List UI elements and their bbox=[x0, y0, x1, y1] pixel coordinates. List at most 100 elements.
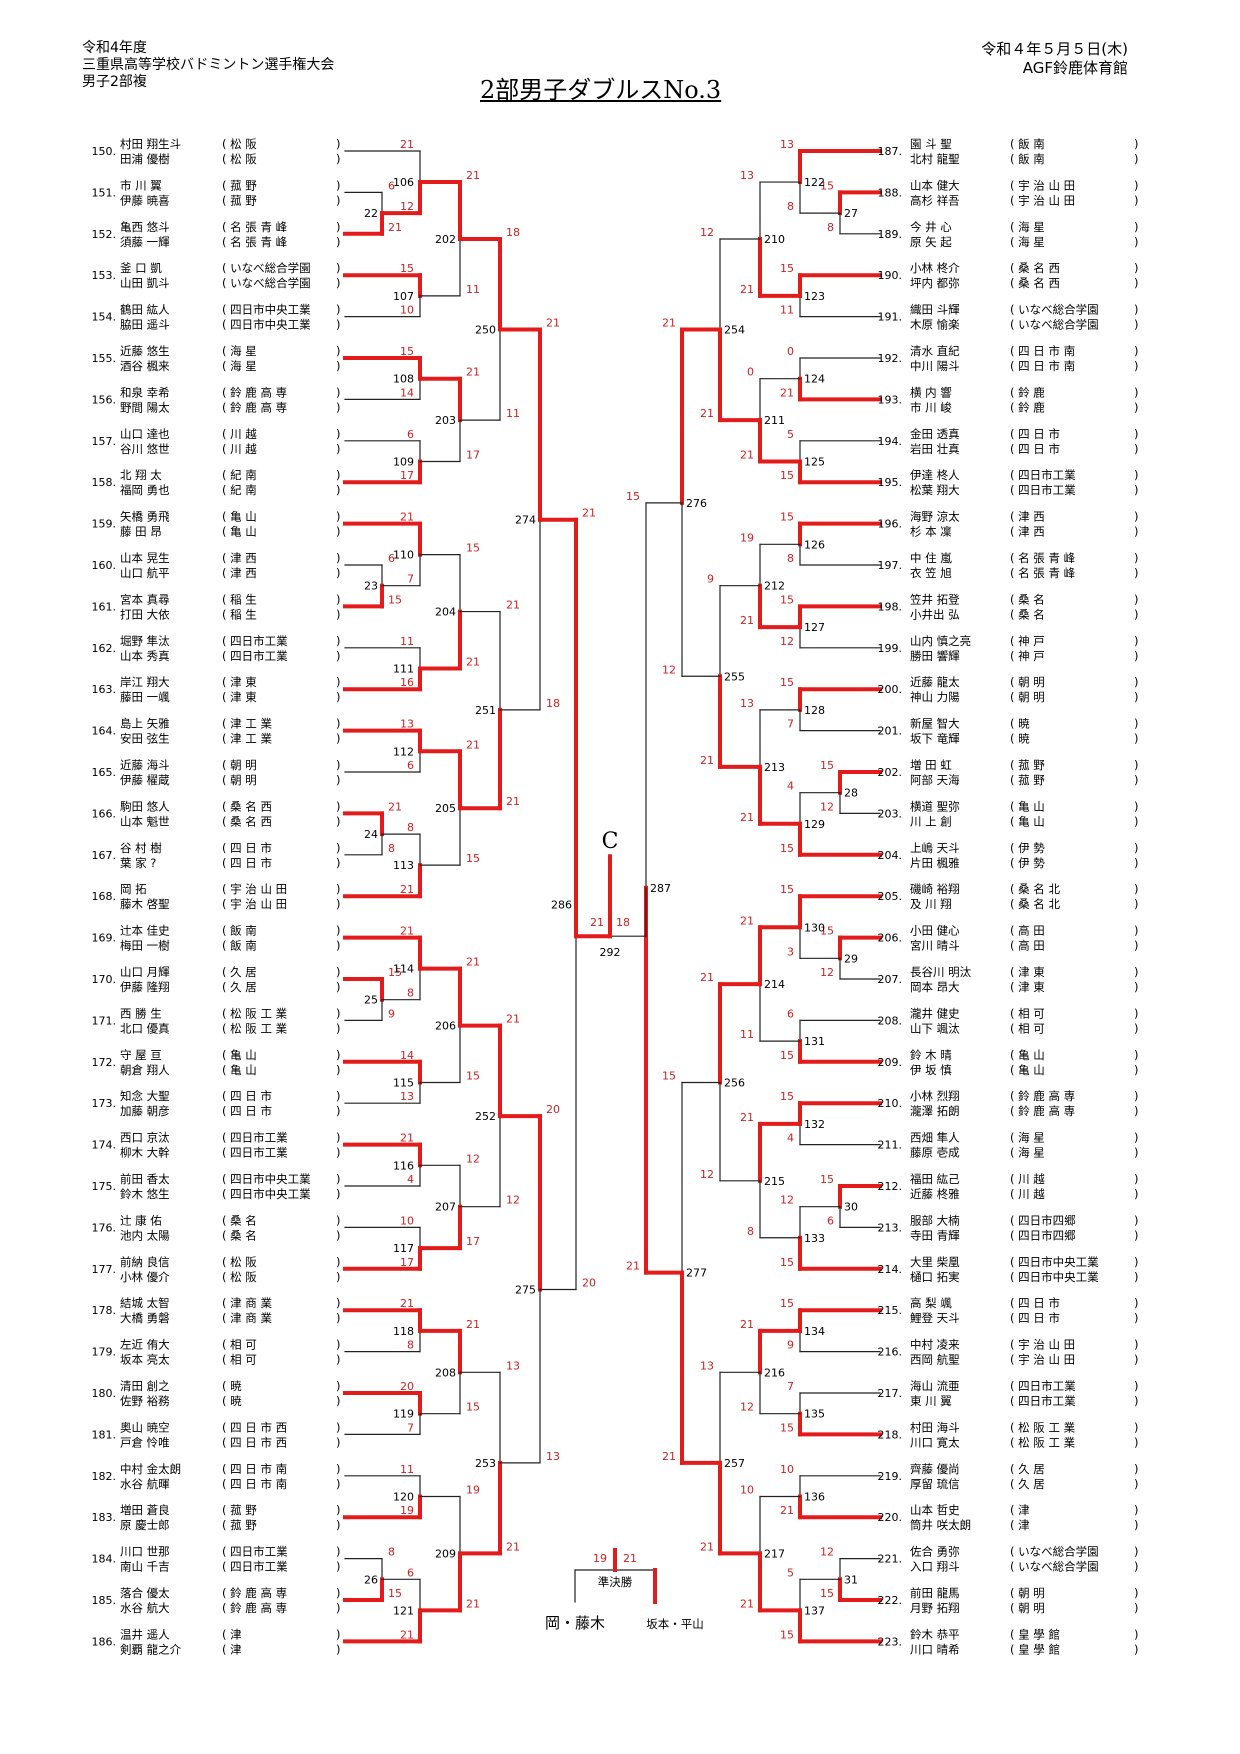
match-number: 133 bbox=[804, 1232, 825, 1245]
match-score: 16 bbox=[400, 676, 414, 689]
match-score: 17 bbox=[466, 449, 480, 462]
match-score: 6 bbox=[388, 552, 395, 565]
match-score: 4 bbox=[787, 1132, 794, 1145]
player-name: 筒井 咲太朗 bbox=[910, 1518, 971, 1532]
player-name: 藤田 一颯 bbox=[120, 690, 170, 704]
paren: ) bbox=[336, 152, 341, 166]
paren: ) bbox=[1134, 1213, 1139, 1227]
school-name: ( 松 阪 工 業 bbox=[222, 1021, 288, 1035]
paren: ) bbox=[1134, 690, 1139, 704]
paren: ) bbox=[1134, 607, 1139, 621]
match-number: 118 bbox=[393, 1325, 414, 1338]
paren: ) bbox=[1134, 1063, 1139, 1077]
paren: ) bbox=[336, 1518, 341, 1532]
player-name: 坂下 竜輝 bbox=[910, 732, 960, 746]
school-name: ( 久 居 bbox=[1010, 1462, 1045, 1476]
paren: ) bbox=[1134, 1006, 1139, 1020]
school-name: ( 松 阪 工 業 bbox=[1010, 1420, 1076, 1434]
school-name: ( 飯 南 bbox=[1010, 137, 1045, 151]
entry-seed: 215. bbox=[878, 1304, 903, 1317]
school-name: ( 四 日 市 bbox=[1010, 427, 1060, 441]
player-name: 阿部 天海 bbox=[910, 773, 960, 787]
school-name: ( 津 東 bbox=[1010, 965, 1045, 979]
school-name: ( 伊 勢 bbox=[1010, 856, 1045, 870]
match-number: 113 bbox=[393, 859, 414, 872]
division-name: 男子2部複 bbox=[82, 74, 147, 90]
school-name: ( 海 星 bbox=[1010, 220, 1045, 234]
match-number: 24 bbox=[364, 828, 378, 841]
paren: ) bbox=[336, 400, 341, 414]
paren: ) bbox=[336, 592, 341, 606]
event-date: 令和４年５月５日(木) bbox=[981, 40, 1128, 58]
player-name: 山口 達也 bbox=[120, 427, 170, 441]
school-name: ( 暁 bbox=[1010, 717, 1030, 731]
entry-seed: 193. bbox=[878, 393, 903, 406]
entry-seed: 173. bbox=[92, 1097, 117, 1110]
school-name: ( 松 阪 bbox=[222, 152, 257, 166]
match-score: 15 bbox=[820, 1587, 834, 1600]
paren: ) bbox=[336, 510, 341, 524]
match-score: 11 bbox=[740, 1028, 754, 1041]
match-score: 9 bbox=[787, 1339, 794, 1352]
match-number: 110 bbox=[393, 549, 414, 562]
match-number: 130 bbox=[804, 921, 825, 934]
entry-seed: 221. bbox=[878, 1553, 903, 1566]
player-name: 山下 颯汰 bbox=[910, 1021, 960, 1035]
match-score: 7 bbox=[407, 1421, 414, 1434]
semifinal-score: 21 bbox=[623, 1552, 637, 1565]
match-number: 108 bbox=[393, 373, 414, 386]
school-name: ( 松 阪 bbox=[222, 137, 257, 151]
paren: ) bbox=[336, 1006, 341, 1020]
match-number: 217 bbox=[764, 1547, 785, 1560]
paren: ) bbox=[336, 525, 341, 539]
event-venue: AGF鈴鹿体育館 bbox=[1022, 59, 1128, 77]
entry-seed: 170. bbox=[92, 973, 117, 986]
paren: ) bbox=[336, 841, 341, 855]
entry-seed: 187. bbox=[878, 145, 903, 158]
entry-seed: 176. bbox=[92, 1221, 117, 1234]
player-name: 金田 透真 bbox=[910, 427, 960, 441]
school-name: ( 四 日 市 bbox=[1010, 442, 1060, 456]
player-name: 釜 口 凱 bbox=[120, 261, 162, 275]
match-score: 15 bbox=[466, 1401, 480, 1414]
school-name: ( 四 日 市 bbox=[1010, 1296, 1060, 1310]
match-score: 15 bbox=[780, 469, 794, 482]
paren: ) bbox=[336, 483, 341, 497]
school-name: ( 四日市中央工業 bbox=[1010, 1270, 1099, 1284]
player-name: 衣 笠 旭 bbox=[910, 566, 952, 580]
player-name: 海野 涼太 bbox=[910, 510, 960, 524]
player-name: 北 翔 太 bbox=[120, 468, 162, 482]
entry-seed: 181. bbox=[92, 1428, 117, 1441]
paren: ) bbox=[336, 1353, 341, 1367]
match-number: 276 bbox=[686, 497, 707, 510]
player-name: 上嶋 天斗 bbox=[910, 841, 960, 855]
school-name: ( 四日市四郷 bbox=[1010, 1228, 1076, 1242]
paren: ) bbox=[336, 1104, 341, 1118]
school-name: ( 名 張 青 峰 bbox=[1010, 566, 1076, 580]
paren: ) bbox=[336, 675, 341, 689]
player-name: 織田 斗輝 bbox=[910, 303, 960, 317]
match-score: 17 bbox=[400, 469, 414, 482]
player-name: 鈴 木 晴 bbox=[910, 1048, 952, 1062]
player-name: 坪内 都弥 bbox=[910, 276, 960, 290]
player-name: 山本 魁世 bbox=[120, 814, 170, 828]
school-name: ( 津 西 bbox=[222, 551, 257, 565]
paren: ) bbox=[1134, 1131, 1139, 1145]
match-score: 11 bbox=[506, 407, 520, 420]
player-name: 山本 晃生 bbox=[120, 551, 170, 565]
match-score: 15 bbox=[780, 676, 794, 689]
school-name: ( 鈴 鹿 bbox=[1010, 385, 1045, 399]
paren: ) bbox=[1134, 965, 1139, 979]
match-score: 17 bbox=[466, 1235, 480, 1248]
paren: ) bbox=[1134, 1586, 1139, 1600]
player-name: 岩田 壮真 bbox=[910, 442, 960, 456]
match-score: 11 bbox=[466, 283, 480, 296]
player-name: 海山 流亜 bbox=[910, 1379, 960, 1393]
player-name: 西畑 隼人 bbox=[910, 1131, 960, 1145]
paren: ) bbox=[1134, 1394, 1139, 1408]
match-score: 13 bbox=[546, 1450, 560, 1463]
school-name: ( 津 東 bbox=[1010, 980, 1045, 994]
player-name: 前田 香太 bbox=[120, 1172, 170, 1186]
match-score: 12 bbox=[740, 1401, 754, 1414]
player-name: 柳木 大幹 bbox=[120, 1146, 170, 1160]
